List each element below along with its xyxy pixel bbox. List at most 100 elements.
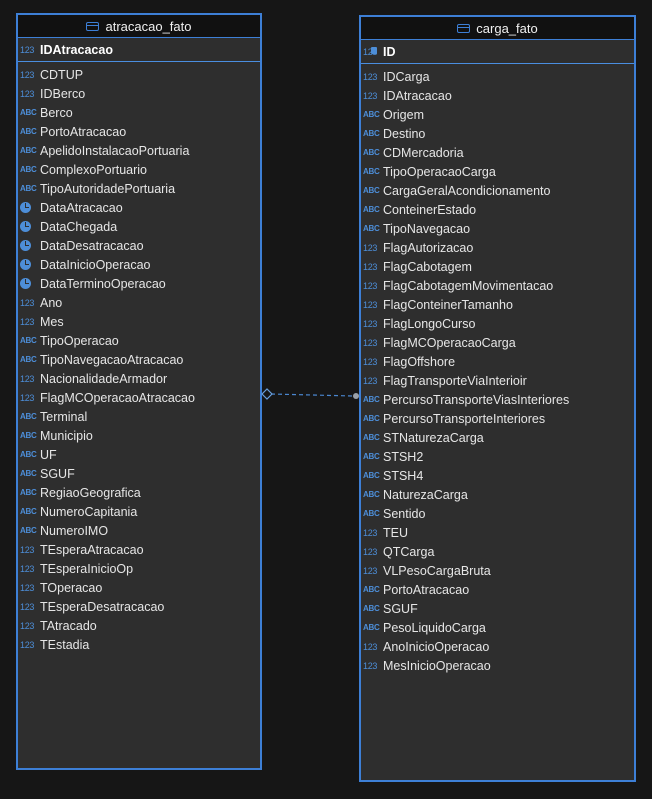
column-name: NacionalidadeArmador (40, 371, 168, 386)
text-type-icon: ABC (363, 490, 380, 499)
column-row[interactable]: DataTerminoOperacao (18, 274, 260, 293)
entity-carga-fato[interactable]: carga_fato 123 ID 123IDCarga123IDAtracac… (359, 15, 636, 782)
column-row[interactable]: DataInicioOperacao (18, 255, 260, 274)
column-name: FlagMCOperacaoAtracacao (40, 390, 195, 405)
clock-icon (20, 202, 40, 213)
dot-end-icon (353, 393, 359, 399)
column-name: TAtracado (40, 618, 97, 633)
column-name: CDMercadoria (383, 145, 464, 160)
column-row[interactable]: 123 FlagMCOperacaoAtracacao (18, 388, 260, 407)
column-row[interactable]: DataAtracacao (18, 198, 260, 217)
column-name: ID (383, 44, 396, 59)
column-name: FlagLongoCurso (383, 316, 476, 331)
entity-header[interactable]: carga_fato (361, 17, 634, 40)
column-name: TipoOperacao (40, 333, 119, 348)
column-name: FlagAutorizacao (383, 240, 474, 255)
column-name: RegiaoGeografica (40, 485, 141, 500)
column-row[interactable]: DataDesatracacao (18, 236, 260, 255)
column-name: Ano (40, 295, 63, 310)
numeric-type-icon: 123 (20, 373, 35, 384)
entity-header[interactable]: atracacao_fato (18, 15, 260, 38)
numeric-type-icon: 123 (20, 639, 35, 650)
column-name: IDBerco (40, 86, 86, 101)
numeric-type-icon: 123 (20, 392, 35, 403)
column-row[interactable]: DataChegada (18, 217, 260, 236)
primary-key-row[interactable]: 123 IDAtracacao (18, 38, 260, 62)
column-name: IDAtracacao (383, 88, 452, 103)
column-name: CargaGeralAcondicionamento (383, 183, 551, 198)
clock-icon (20, 259, 40, 270)
entity-title: atracacao_fato (105, 18, 192, 34)
column-name: FlagTransporteViaInterioir (383, 373, 527, 388)
primary-key-row[interactable]: 123 ID (361, 40, 634, 64)
table-icon (457, 23, 471, 33)
text-type-icon: ABC (363, 129, 380, 138)
column-row[interactable]: 123 NacionalidadeArmador (18, 369, 260, 388)
column-name: TEU (383, 525, 408, 540)
column-name: DataDesatracacao (40, 238, 144, 253)
numeric-type-icon: 123 (363, 299, 378, 310)
column-name: SGUF (40, 466, 75, 481)
column-name: TipoOperacaoCarga (383, 164, 496, 179)
